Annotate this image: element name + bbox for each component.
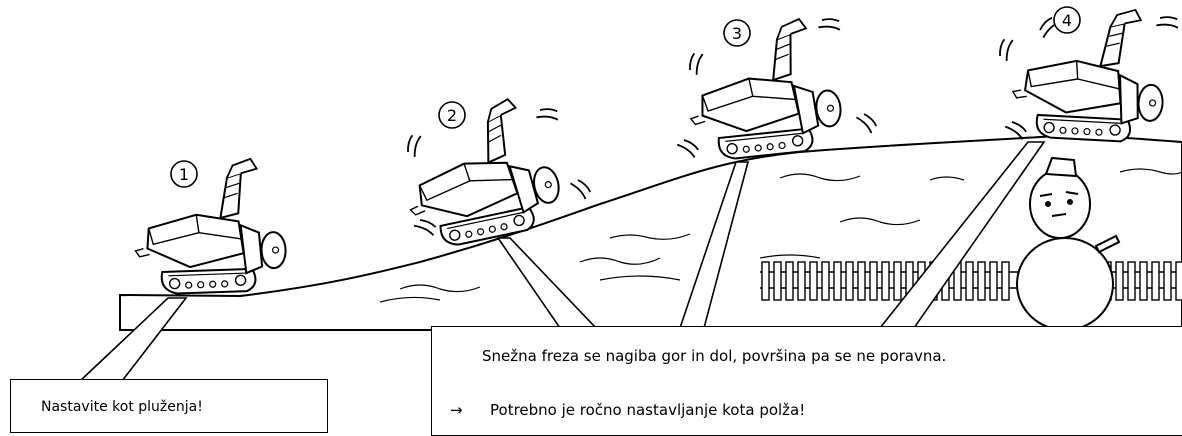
snow-drift-lines	[379, 168, 1182, 303]
snow-blower-3	[680, 14, 846, 164]
right-callout-line2: Potrebno je ročno nastavljanje kota polž…	[490, 401, 806, 419]
left-callout: Nastavite kot pluženja!	[10, 379, 328, 433]
right-callout: Snežna freza se nagiba gor in dol, površ…	[431, 326, 1182, 436]
step-number-4: 4	[1062, 11, 1072, 30]
step-number-3: 3	[732, 24, 742, 43]
snowman	[1016, 156, 1121, 336]
step-marker-4: 4	[1053, 6, 1081, 34]
step-number-2: 2	[447, 106, 457, 125]
left-callout-text: Nastavite kot pluženja!	[41, 399, 203, 415]
step-marker-2: 2	[438, 101, 466, 129]
step-number-1: 1	[179, 165, 189, 184]
step-marker-1: 1	[170, 160, 198, 188]
picket-fence	[760, 261, 1182, 301]
right-callout-line1: Snežna freza se nagiba gor in dol, površ…	[482, 347, 947, 365]
arrow-icon: →	[450, 401, 463, 419]
snow-blower-4	[1009, 2, 1169, 145]
snow-blower-1	[131, 156, 288, 296]
step-marker-3: 3	[723, 19, 751, 47]
